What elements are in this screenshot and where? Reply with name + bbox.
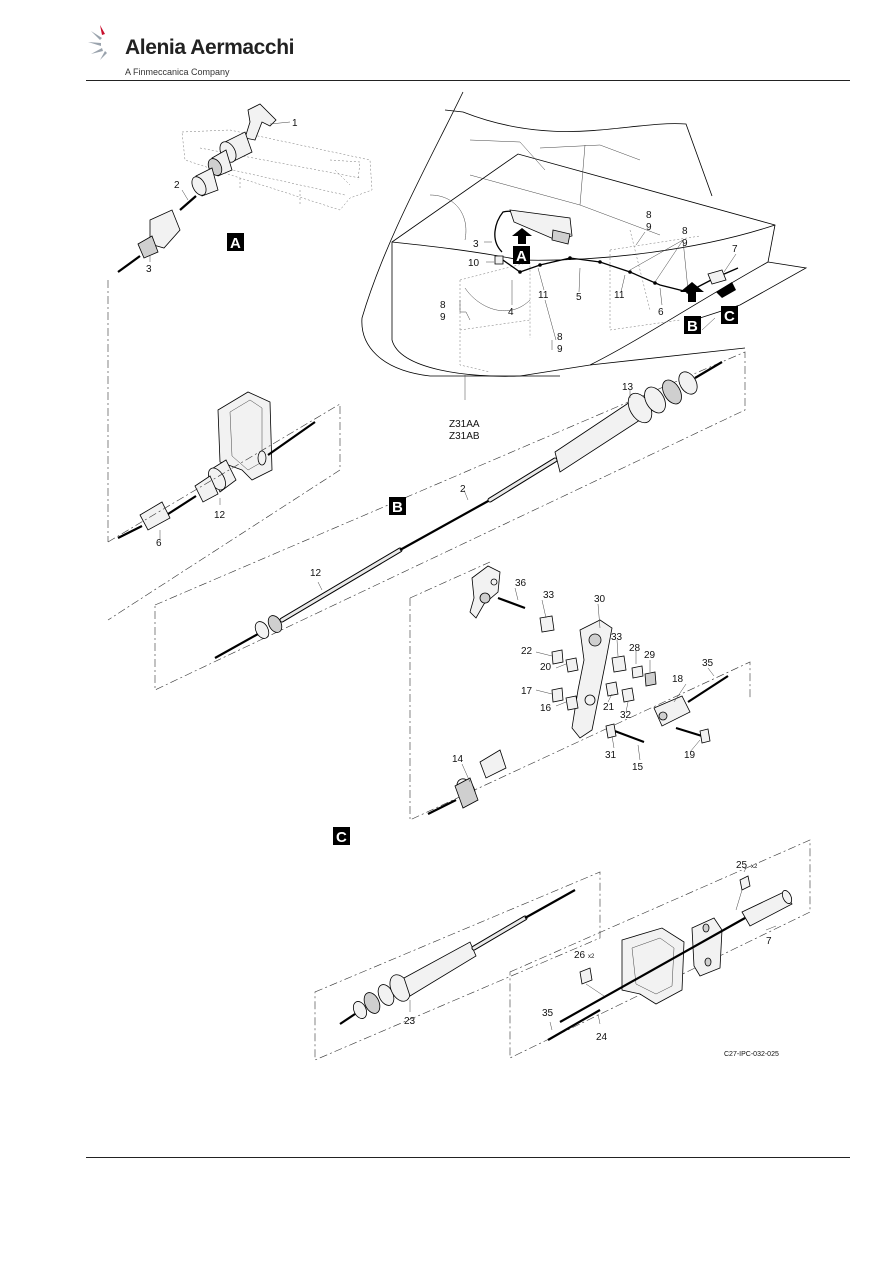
- company-logo: Alenia Aermacchi A Finmeccanica Company: [88, 22, 294, 78]
- label-c-item-26-qty: x2: [588, 954, 595, 960]
- view-flag-a-detail: A: [227, 233, 244, 252]
- label-item-10: 10: [468, 258, 480, 269]
- svg-text:C: C: [336, 829, 347, 846]
- view-flag-b-overview: B: [684, 316, 701, 335]
- svg-text:C: C: [724, 308, 735, 325]
- label-c-item-7: 7: [766, 936, 772, 947]
- view-flag-a-overview: A: [513, 246, 530, 265]
- label-link-item-14: 14: [452, 754, 464, 765]
- svg-text:B: B: [392, 499, 403, 516]
- figure-code: C27-IPC-032-025: [724, 1051, 779, 1058]
- label-link-item-35: 35: [702, 658, 714, 669]
- label-link-item-16: 16: [540, 703, 552, 714]
- label-item-8-right: 8: [682, 226, 688, 237]
- label-link-item-36: 36: [515, 578, 527, 589]
- label-c-item-23: 23: [404, 1016, 416, 1027]
- label-bracket-item-12: 12: [214, 510, 226, 521]
- label-item-9-right: 9: [682, 238, 688, 249]
- zone-label-z31ab: Z31AB: [449, 431, 480, 442]
- long-cable-assembly: [154, 351, 746, 691]
- detail-c-cable-bracket: [314, 839, 811, 1061]
- view-b-arrow-icon: [680, 282, 704, 302]
- label-a-item-3: 3: [146, 264, 152, 275]
- fuselage-overview: [361, 91, 808, 400]
- label-a-item-1: 1: [292, 118, 298, 129]
- label-link-item-21: 21: [603, 702, 615, 713]
- label-item-8-bottom: 8: [557, 332, 563, 343]
- label-link-item-15: 15: [632, 762, 644, 773]
- label-c-item-24: 24: [596, 1032, 608, 1043]
- label-item-11-right: 11: [614, 290, 625, 301]
- label-link-item-33-mid: 33: [611, 632, 623, 643]
- label-item-8-left: 8: [440, 300, 446, 311]
- label-link-item-28: 28: [629, 643, 641, 654]
- label-link-item-33-top: 33: [543, 590, 555, 601]
- label-c-item-25-qty: x2: [751, 864, 758, 870]
- view-c-arrow-icon: [716, 282, 736, 298]
- label-cable-item-13: 13: [622, 382, 634, 393]
- label-link-item-30: 30: [594, 594, 606, 605]
- view-flag-c-overview: C: [721, 306, 738, 325]
- label-item-7: 7: [732, 244, 738, 255]
- label-item-9-bottom: 9: [557, 344, 563, 355]
- label-c-item-25: 25: [736, 860, 748, 871]
- svg-text:B: B: [687, 318, 698, 335]
- label-cable-item-2: 2: [460, 484, 466, 495]
- header-rule: [86, 80, 850, 81]
- linkage-exploded-view: [409, 561, 751, 821]
- label-link-item-22: 22: [521, 646, 533, 657]
- detail-a-handle-assembly: [107, 103, 373, 542]
- label-link-item-18: 18: [672, 674, 684, 685]
- label-item-8-top: 8: [646, 210, 652, 221]
- label-item-6: 6: [658, 307, 664, 318]
- bracket-cable-end: [107, 391, 341, 621]
- label-item-4: 4: [508, 307, 514, 318]
- label-a-item-2: 2: [174, 180, 180, 191]
- svg-text:A: A: [230, 235, 241, 252]
- label-link-item-31: 31: [605, 750, 617, 761]
- label-item-5: 5: [576, 292, 582, 303]
- logo-swoosh-icon: [88, 25, 107, 60]
- label-link-item-20: 20: [540, 662, 552, 673]
- footer-rule: [86, 1157, 850, 1158]
- label-link-item-19: 19: [684, 750, 696, 761]
- svg-text:A: A: [516, 248, 527, 265]
- page-header: Alenia Aermacchi A Finmeccanica Company: [0, 0, 893, 82]
- label-c-item-35: 35: [542, 1008, 554, 1019]
- label-item-9-left: 9: [440, 312, 446, 323]
- parts-diagram: 3 10 4 11 5 11 6 7 8 9 8 9 8 9 8 9 Z31AA…: [107, 91, 811, 1061]
- label-cable-item-12: 12: [310, 568, 322, 579]
- label-link-item-32: 32: [620, 710, 632, 721]
- company-tagline: A Finmeccanica Company: [125, 67, 230, 77]
- view-flag-b-detail: B: [389, 497, 406, 516]
- zone-label-z31aa: Z31AA: [449, 419, 480, 430]
- company-name: Alenia Aermacchi: [125, 36, 295, 59]
- label-c-item-26: 26: [574, 950, 586, 961]
- label-link-item-17: 17: [521, 686, 533, 697]
- label-bracket-item-6: 6: [156, 538, 162, 549]
- label-item-9-top: 9: [646, 222, 652, 233]
- label-item-11-left: 11: [538, 290, 549, 301]
- label-link-item-29: 29: [644, 650, 656, 661]
- view-flag-c-detail: C: [333, 827, 350, 846]
- view-a-arrow-icon: [512, 228, 532, 244]
- label-item-3: 3: [473, 239, 479, 250]
